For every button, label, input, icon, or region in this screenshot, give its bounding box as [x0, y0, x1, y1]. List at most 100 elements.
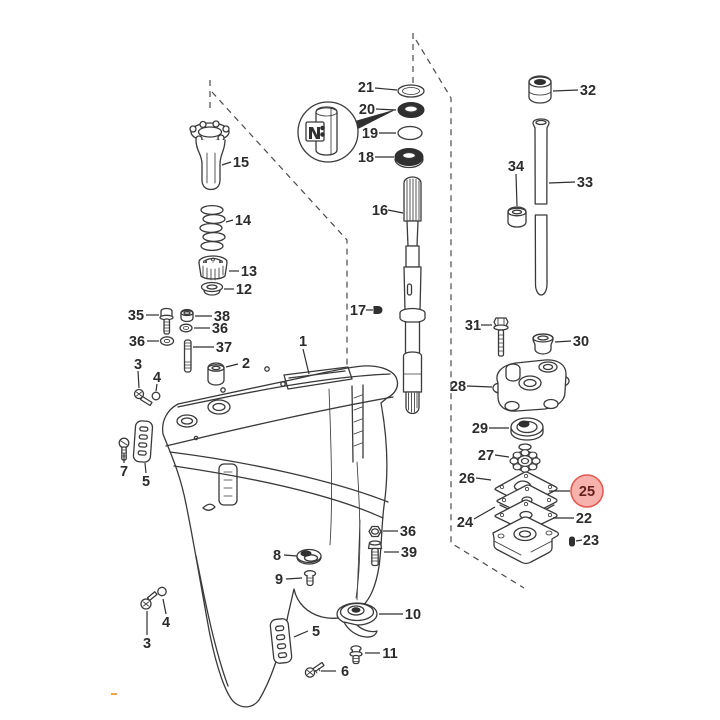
part-callout-17[interactable]: 17 — [350, 303, 366, 319]
leader-line-28 — [466, 385, 493, 388]
leader-line-32 — [552, 89, 579, 92]
part-11-bolt — [349, 645, 363, 665]
part-9-screw — [303, 570, 317, 587]
seal-orientation-glyph — [309, 127, 320, 139]
part-19-o-ring — [397, 125, 423, 141]
leader-line-15 — [221, 161, 232, 166]
part-callout-4-upper[interactable]: 4 — [153, 370, 161, 386]
part-34-bushing — [507, 206, 527, 228]
part-17-pin — [373, 306, 383, 314]
part-3-screw-upper — [133, 388, 153, 407]
part-callout-32[interactable]: 32 — [580, 83, 596, 99]
leader-line-4-upper — [155, 383, 158, 392]
part-5-anode-lower — [269, 618, 293, 664]
part-callout-9[interactable]: 9 — [275, 572, 283, 588]
part-callout-19[interactable]: 19 — [362, 126, 378, 142]
part-33-water-tube — [532, 118, 550, 296]
part-callout-24[interactable]: 24 — [457, 515, 473, 531]
part-31-bolt — [493, 317, 509, 357]
part-callout-11[interactable]: 11 — [382, 646, 397, 662]
part-callout-31[interactable]: 31 — [465, 318, 481, 334]
highlight-circle-25[interactable] — [570, 474, 604, 508]
part-callout-38[interactable]: 38 — [214, 309, 230, 325]
part-callout-15[interactable]: 15 — [233, 155, 249, 171]
part-callout-22[interactable]: 22 — [576, 511, 592, 527]
part-callout-36-b[interactable]: 36 — [129, 334, 145, 350]
part-callout-6[interactable]: 6 — [341, 664, 349, 680]
part-callout-30[interactable]: 30 — [573, 334, 589, 350]
part-13-bearing — [198, 255, 228, 281]
part-callout-3-lower[interactable]: 3 — [143, 636, 151, 652]
part-39-bolt — [367, 540, 383, 567]
dashed-assembly-axes — [209, 33, 525, 589]
part-5-anode-upper — [132, 420, 154, 463]
leader-line-4-lower — [162, 598, 167, 615]
part-callout-36-a[interactable]: 36 — [212, 321, 228, 337]
part-36-washer-b — [159, 336, 175, 346]
part-4-washer-lower — [157, 586, 167, 597]
part-callout-23[interactable]: 23 — [583, 533, 599, 549]
leader-line-8 — [283, 554, 298, 557]
part-callout-13[interactable]: 13 — [241, 264, 257, 280]
part-10-trim-tab — [336, 602, 378, 638]
part-callout-12[interactable]: 12 — [236, 282, 252, 298]
part-37-stud — [183, 339, 192, 373]
leader-line-16 — [387, 209, 404, 214]
part-callout-1[interactable]: 1 — [299, 334, 307, 350]
leader-line-27 — [494, 454, 510, 458]
part-callout-8[interactable]: 8 — [273, 548, 281, 564]
part-2-bushing — [207, 362, 225, 386]
part-callout-34[interactable]: 34 — [508, 159, 524, 175]
part-callout-3-upper[interactable]: 3 — [134, 357, 142, 373]
part-callout-4-lower[interactable]: 4 — [162, 615, 170, 631]
leader-line-34 — [515, 173, 518, 207]
part-callout-2[interactable]: 2 — [242, 356, 250, 372]
part-14-spring — [199, 204, 226, 252]
leader-line-3-upper — [137, 370, 140, 389]
part-8-seal-carrier — [296, 548, 322, 565]
part-callout-29[interactable]: 29 — [472, 421, 488, 437]
magnifier-detail-bubble — [297, 101, 397, 163]
part-callout-14[interactable]: 14 — [235, 213, 251, 229]
part-callout-7[interactable]: 7 — [120, 464, 128, 480]
part-22-pump-base — [492, 516, 560, 565]
part-callout-16[interactable]: 16 — [372, 203, 388, 219]
part-callout-10[interactable]: 10 — [405, 607, 421, 623]
part-callout-36-c[interactable]: 36 — [400, 524, 416, 540]
assembly-line-10 — [356, 519, 361, 601]
part-callout-26[interactable]: 26 — [459, 471, 475, 487]
part-callout-37[interactable]: 37 — [216, 340, 232, 356]
part-27-impeller — [509, 443, 541, 473]
leader-line-1 — [302, 348, 310, 375]
part-28-water-pump-housing — [492, 359, 570, 412]
leader-line-5-upper — [144, 462, 147, 474]
part-36-nut-c — [368, 525, 382, 538]
part-callout-5-lower[interactable]: 5 — [312, 624, 320, 640]
leader-line-24 — [473, 506, 496, 520]
leader-line-30 — [554, 340, 572, 343]
part-18-bearing — [394, 148, 424, 169]
dashed-guide-3 — [415, 39, 525, 589]
leader-line-9 — [285, 577, 303, 580]
part-callout-35[interactable]: 35 — [128, 308, 144, 324]
leader-line-14 — [225, 219, 234, 223]
part-callout-5-upper[interactable]: 5 — [142, 474, 150, 490]
part-callout-33[interactable]: 33 — [577, 175, 593, 191]
part-callout-28[interactable]: 28 — [450, 379, 466, 395]
watermark-dash — [111, 693, 117, 695]
part-21-ring — [397, 84, 425, 98]
part-23-dowel-pin — [569, 536, 575, 547]
part-callout-39[interactable]: 39 — [401, 545, 417, 561]
part-callout-18[interactable]: 18 — [358, 150, 374, 166]
leader-line-20 — [375, 108, 397, 111]
part-callout-27[interactable]: 27 — [478, 448, 494, 464]
part-callout-21[interactable]: 21 — [358, 80, 374, 96]
part-callout-25[interactable]: 25 — [579, 484, 595, 500]
part-20-oil-seal — [397, 102, 425, 118]
part-4-washer-upper — [151, 391, 161, 401]
part-callout-20[interactable]: 20 — [359, 102, 375, 118]
part-35-bolt — [159, 307, 174, 335]
part-36-washer-a — [179, 323, 193, 333]
leader-line-26 — [475, 477, 492, 481]
